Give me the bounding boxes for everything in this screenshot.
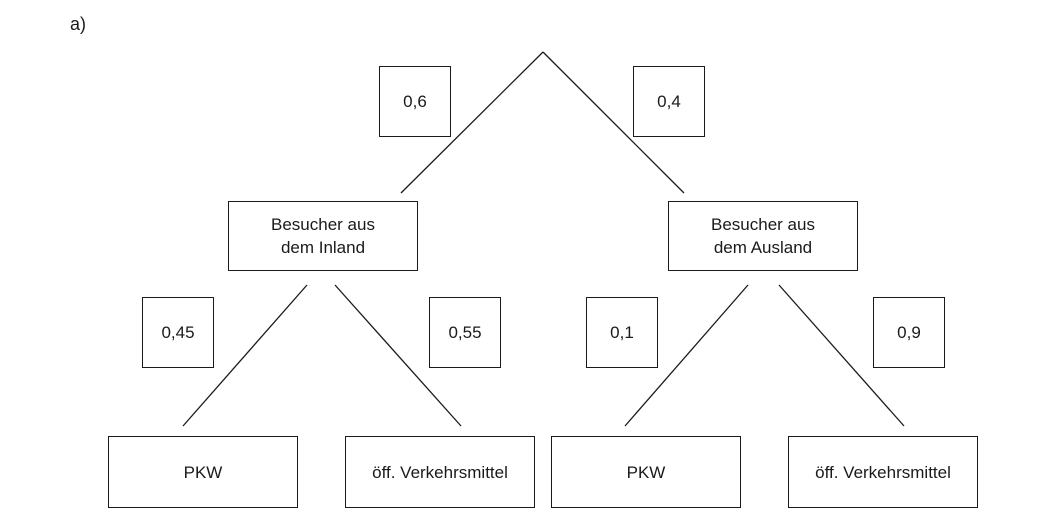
leaf-inland-pkw-label: PKW — [183, 462, 223, 482]
probability-inland-oeffentlich: 0,55 — [429, 297, 501, 368]
probability-ausland-oeffentlich-value: 0,9 — [897, 323, 921, 342]
edge-ausland-to-pkw — [624, 284, 749, 427]
part-label: a) — [70, 14, 87, 34]
probability-ausland-pkw-value: 0,1 — [610, 323, 634, 342]
leaf-ausland-pkw: PKW — [551, 436, 741, 508]
node-ausland: Besucher aus dem Ausland — [668, 201, 858, 271]
probability-ausland-value: 0,4 — [657, 92, 681, 111]
edge-ausland-to-oeffentlich — [778, 284, 905, 427]
probability-ausland-oeffentlich: 0,9 — [873, 297, 945, 368]
leaf-inland-oeffentlich: öff. Verkehrsmittel — [345, 436, 535, 508]
node-inland-line1: Besucher aus — [271, 215, 375, 234]
edge-inland-to-oeffentlich — [334, 284, 462, 427]
edge-inland-to-pkw — [182, 284, 308, 427]
leaf-inland-pkw: PKW — [108, 436, 298, 508]
probability-inland-pkw: 0,45 — [142, 297, 214, 368]
leaf-inland-oeffentlich-label: öff. Verkehrsmittel — [372, 462, 508, 482]
leaf-ausland-oeffentlich: öff. Verkehrsmittel — [788, 436, 978, 508]
probability-inland-oeffentlich-value: 0,55 — [448, 323, 482, 342]
node-inland-line2: dem Inland — [280, 238, 366, 257]
node-inland: Besucher aus dem Inland — [228, 201, 418, 271]
node-ausland-line1: Besucher aus — [711, 215, 815, 234]
node-ausland-line2: dem Ausland — [713, 238, 813, 257]
probability-ausland: 0,4 — [633, 66, 705, 137]
probability-inland: 0,6 — [379, 66, 451, 137]
probability-ausland-pkw: 0,1 — [586, 297, 658, 368]
probability-inland-pkw-value: 0,45 — [161, 323, 195, 342]
probability-inland-value: 0,6 — [403, 92, 427, 111]
edge-root-to-ausland — [542, 51, 685, 194]
leaf-ausland-pkw-label: PKW — [626, 462, 666, 482]
edge-root-to-inland — [400, 51, 544, 194]
leaf-ausland-oeffentlich-label: öff. Verkehrsmittel — [815, 462, 951, 482]
